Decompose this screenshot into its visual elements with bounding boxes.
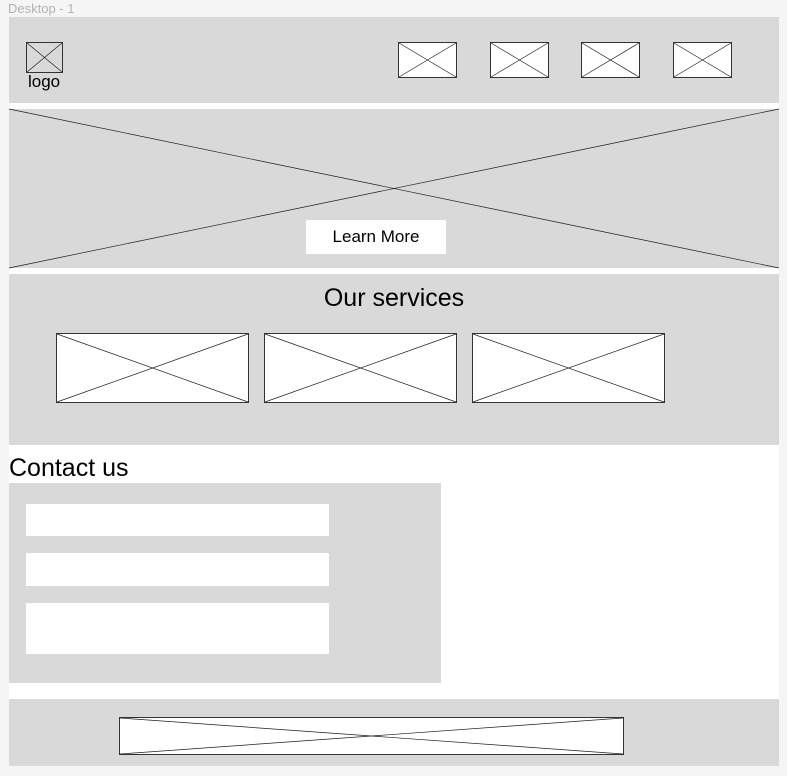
desktop-frame: logo Learn More Our serv <box>8 17 780 766</box>
footer <box>9 699 779 766</box>
frame-label: Desktop - 1 <box>8 1 75 16</box>
image-placeholder-icon <box>8 108 780 269</box>
image-placeholder-icon <box>581 42 640 78</box>
image-placeholder-icon <box>472 333 665 403</box>
nav-item-3[interactable] <box>581 42 640 78</box>
image-placeholder-icon <box>56 333 249 403</box>
service-card-3[interactable] <box>472 333 665 403</box>
contact-title: Contact us <box>9 454 129 482</box>
nav-item-1[interactable] <box>398 42 457 78</box>
contact-field-1[interactable] <box>26 504 329 536</box>
image-placeholder-icon <box>490 42 549 78</box>
image-placeholder-icon <box>264 333 457 403</box>
footer-image[interactable] <box>119 717 624 755</box>
nav-item-2[interactable] <box>490 42 549 78</box>
service-card-1[interactable] <box>56 333 249 403</box>
logo-text: logo <box>28 72 61 91</box>
services-title: Our services <box>323 284 465 312</box>
image-placeholder-icon <box>673 42 732 78</box>
logo-image[interactable] <box>26 42 63 73</box>
nav-item-4[interactable] <box>673 42 732 78</box>
header: logo <box>9 17 779 103</box>
hero: Learn More <box>8 108 780 269</box>
learn-more-button[interactable]: Learn More <box>306 220 446 254</box>
image-placeholder-icon <box>119 717 624 755</box>
image-placeholder-icon <box>398 42 457 78</box>
contact-message-field[interactable] <box>26 603 329 654</box>
image-placeholder-icon <box>26 42 63 73</box>
contact-form <box>9 483 441 683</box>
contact-field-2[interactable] <box>26 553 329 586</box>
service-card-2[interactable] <box>264 333 457 403</box>
